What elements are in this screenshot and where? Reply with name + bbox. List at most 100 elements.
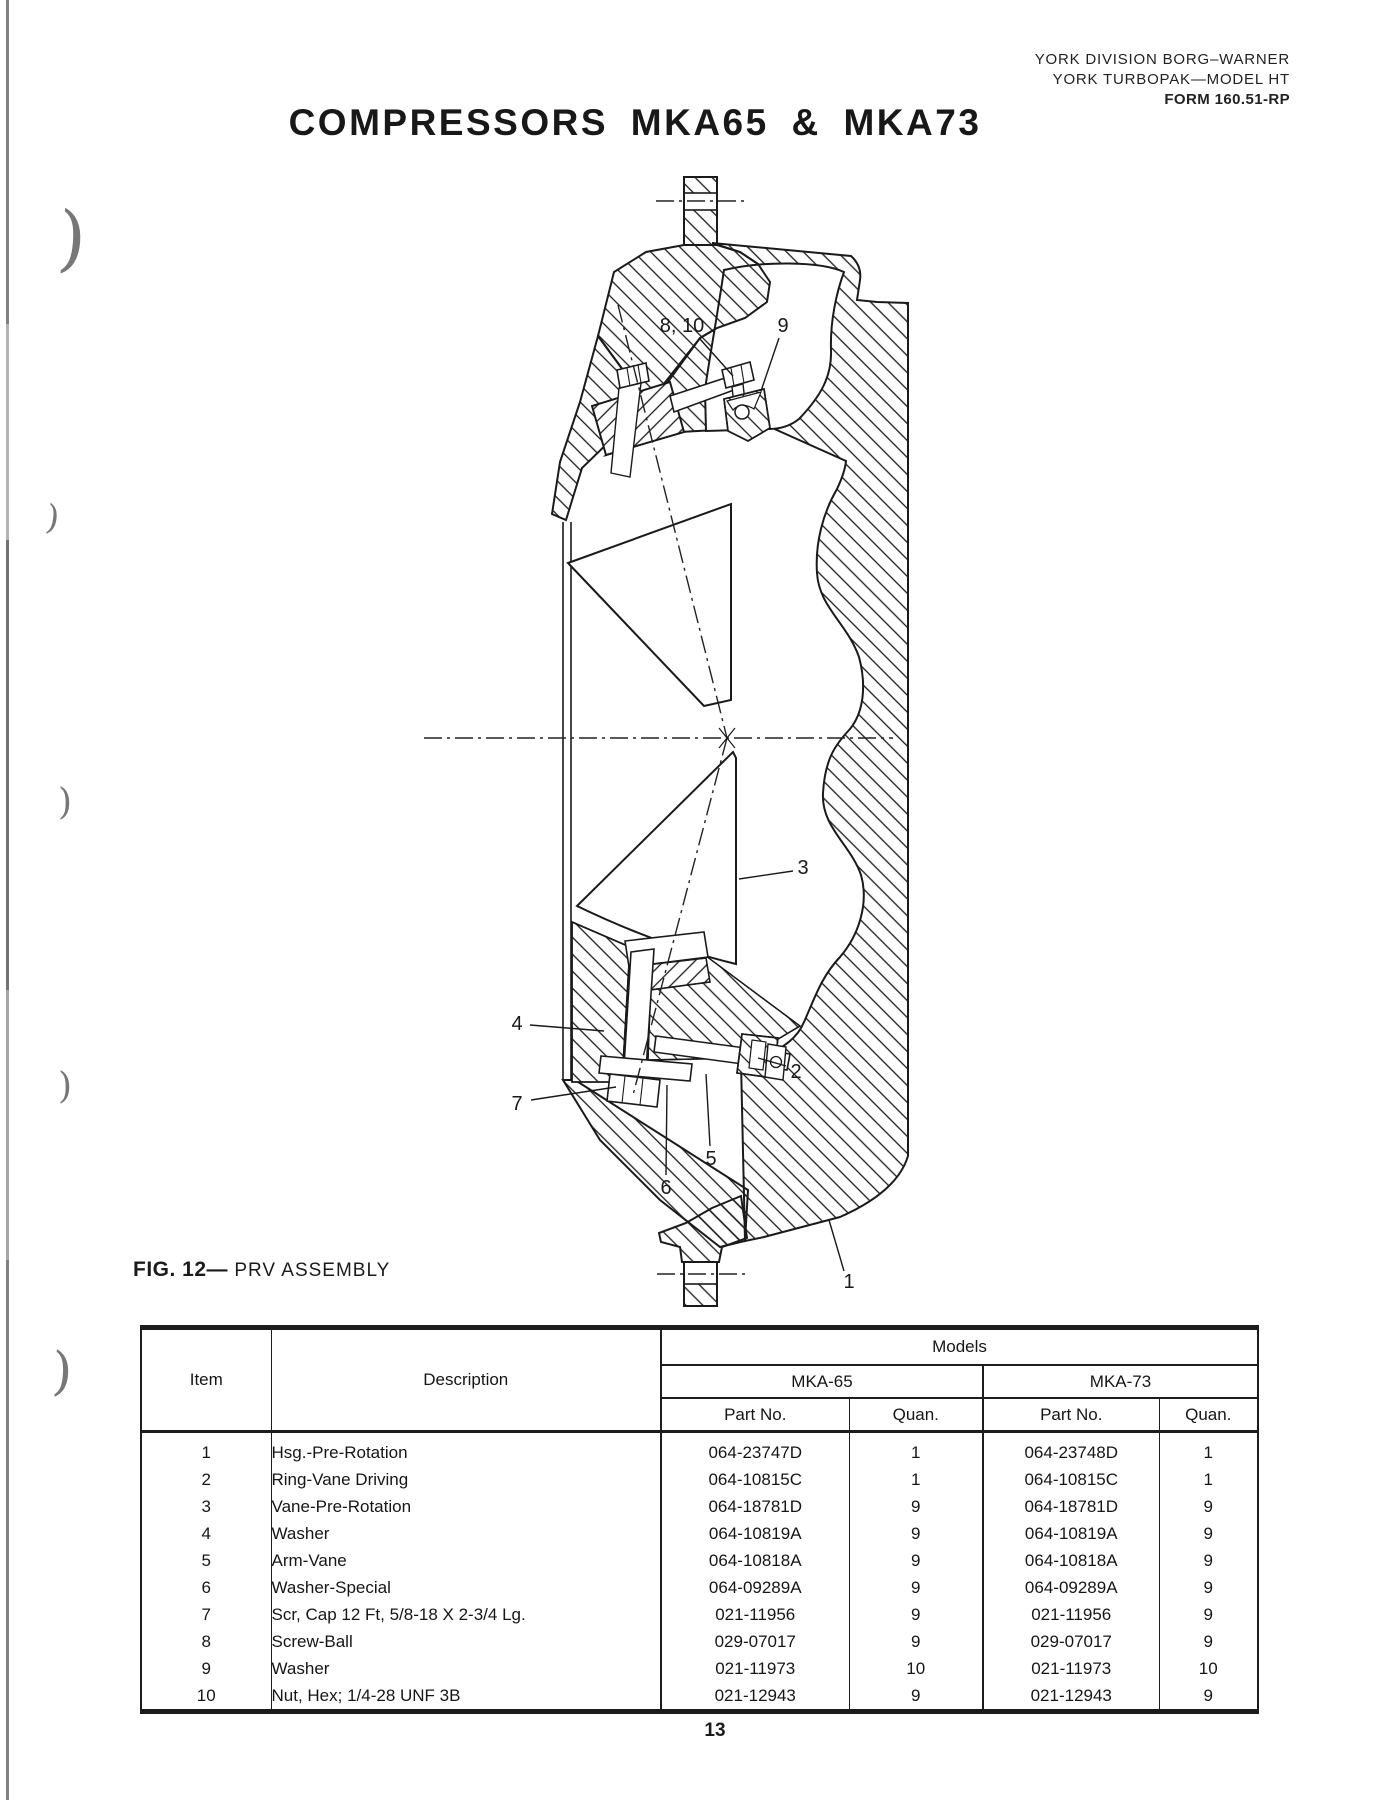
cell-part-no: 064-23747D bbox=[661, 1431, 850, 1466]
cell-part-no: 021-11973 bbox=[661, 1655, 850, 1682]
column-header-quan-a: Quan. bbox=[849, 1398, 984, 1433]
cell-description: Nut, Hex; 1/4-28 UNF 3B bbox=[271, 1682, 662, 1714]
cell-part-no: 064-10818A bbox=[661, 1547, 850, 1574]
table-row: 7 Scr, Cap 12 Ft, 5/8-18 X 2-3/4 Lg. 021… bbox=[140, 1601, 1259, 1628]
centerlines bbox=[424, 200, 893, 1275]
cell-part-no: 064-10819A bbox=[983, 1520, 1160, 1547]
inner-shell-wall bbox=[562, 522, 572, 1080]
cell-quan: 9 bbox=[1159, 1547, 1259, 1574]
column-header-part-no-b: Part No. bbox=[983, 1398, 1160, 1433]
cell-description: Hsg.-Pre-Rotation bbox=[271, 1431, 662, 1466]
callout-labels: 8, 10 9 3 4 2 7 5 6 1 bbox=[511, 315, 854, 1293]
cell-part-no: 029-07017 bbox=[983, 1628, 1160, 1655]
cell-quan: 9 bbox=[849, 1574, 984, 1601]
cell-part-no: 064-09289A bbox=[661, 1574, 850, 1601]
cell-description: Arm-Vane bbox=[271, 1547, 662, 1574]
callout-9: 9 bbox=[777, 315, 788, 337]
cell-item: 2 bbox=[140, 1466, 272, 1493]
cell-description: Vane-Pre-Rotation bbox=[271, 1493, 662, 1520]
cell-description: Washer-Special bbox=[271, 1574, 662, 1601]
cell-part-no: 064-18781D bbox=[983, 1493, 1160, 1520]
cell-part-no: 021-12943 bbox=[983, 1682, 1160, 1714]
cell-quan: 1 bbox=[849, 1431, 984, 1466]
column-header-models: Models bbox=[661, 1325, 1259, 1366]
cell-quan: 9 bbox=[849, 1520, 984, 1547]
cell-quan: 10 bbox=[849, 1655, 984, 1682]
pre-rotation-vanes bbox=[566, 502, 737, 966]
cell-part-no: 064-23748D bbox=[983, 1431, 1160, 1466]
cell-part-no: 064-09289A bbox=[983, 1574, 1160, 1601]
cell-item: 3 bbox=[140, 1493, 272, 1520]
cell-part-no: 064-18781D bbox=[661, 1493, 850, 1520]
cell-part-no: 021-11973 bbox=[983, 1655, 1160, 1682]
cell-part-no: 021-11956 bbox=[983, 1601, 1160, 1628]
header-form-number: FORM 160.51-RP bbox=[1164, 91, 1290, 108]
cell-quan: 9 bbox=[849, 1682, 984, 1714]
cell-quan: 9 bbox=[849, 1493, 984, 1520]
header-model-line: YORK TURBOPAK—MODEL HT bbox=[1052, 71, 1290, 88]
page-title: COMPRESSORS MKA65 & MKA73 bbox=[288, 102, 982, 143]
column-header-description: Description bbox=[271, 1325, 662, 1433]
cell-quan: 9 bbox=[1159, 1601, 1259, 1628]
cell-part-no: 021-12943 bbox=[661, 1682, 850, 1714]
cell-description: Screw-Ball bbox=[271, 1628, 662, 1655]
lower-clamp-assembly bbox=[571, 920, 802, 1108]
casing-body bbox=[603, 242, 909, 1243]
cell-quan: 9 bbox=[1159, 1682, 1259, 1714]
cell-quan: 9 bbox=[849, 1547, 984, 1574]
table-row: 10 Nut, Hex; 1/4-28 UNF 3B 021-12943 9 0… bbox=[140, 1682, 1259, 1714]
cell-quan: 9 bbox=[849, 1601, 984, 1628]
cell-quan: 9 bbox=[1159, 1574, 1259, 1601]
cell-item: 1 bbox=[140, 1431, 272, 1466]
bottom-boss bbox=[683, 1261, 718, 1307]
cell-part-no: 064-10815C bbox=[983, 1466, 1160, 1493]
cell-part-no: 064-10815C bbox=[661, 1466, 850, 1493]
column-header-mka65: MKA-65 bbox=[661, 1365, 984, 1399]
table-row: 4 Washer 064-10819A 9 064-10819A 9 bbox=[140, 1520, 1259, 1547]
cell-description: Washer bbox=[271, 1655, 662, 1682]
bottom-flange bbox=[657, 1194, 749, 1263]
cell-description: Washer bbox=[271, 1520, 662, 1547]
table-row: 5 Arm-Vane 064-10818A 9 064-10818A 9 bbox=[140, 1547, 1259, 1574]
cell-item: 8 bbox=[140, 1628, 272, 1655]
hex-nut-8-10 bbox=[721, 360, 755, 390]
parts-table: Item Description Models MKA-65 MKA-73 Pa… bbox=[140, 1325, 1259, 1714]
column-header-part-no-a: Part No. bbox=[661, 1398, 850, 1433]
column-header-item: Item bbox=[140, 1325, 272, 1433]
cell-description: Ring-Vane Driving bbox=[271, 1466, 662, 1493]
table-row: 1 Hsg.-Pre-Rotation 064-23747D 1 064-237… bbox=[140, 1431, 1259, 1466]
table-row: 9 Washer 021-11973 10 021-11973 10 bbox=[140, 1655, 1259, 1682]
table-row: 3 Vane-Pre-Rotation 064-18781D 9 064-187… bbox=[140, 1493, 1259, 1520]
cell-part-no: 064-10819A bbox=[661, 1520, 850, 1547]
vane-upper bbox=[566, 502, 732, 708]
cell-quan: 10 bbox=[1159, 1655, 1259, 1682]
scan-edge-line bbox=[6, 0, 9, 1800]
cell-quan: 1 bbox=[849, 1466, 984, 1493]
cell-quan: 9 bbox=[1159, 1520, 1259, 1547]
upper-clamp-assembly bbox=[590, 360, 771, 478]
cell-item: 5 bbox=[140, 1547, 272, 1574]
callout-5: 5 bbox=[705, 1148, 716, 1170]
figure-label: FIG. 12— bbox=[133, 1258, 229, 1281]
cell-quan: 1 bbox=[1159, 1431, 1259, 1466]
cell-quan: 9 bbox=[1159, 1493, 1259, 1520]
ball-screw-9 bbox=[734, 404, 750, 420]
document-header: YORK DIVISION BORG–WARNER YORK TURBOPAK—… bbox=[1035, 50, 1290, 110]
figure-caption: FIG. 12— PRV ASSEMBLY bbox=[133, 1258, 390, 1282]
cell-item: 9 bbox=[140, 1655, 272, 1682]
cell-item: 7 bbox=[140, 1601, 272, 1628]
callout-3: 3 bbox=[797, 857, 808, 879]
callout-leaders bbox=[529, 337, 845, 1272]
table-row: 8 Screw-Ball 029-07017 9 029-07017 9 bbox=[140, 1628, 1259, 1655]
cell-part-no: 021-11956 bbox=[661, 1601, 850, 1628]
cell-item: 6 bbox=[140, 1574, 272, 1601]
cell-item: 4 bbox=[140, 1520, 272, 1547]
cell-part-no: 029-07017 bbox=[661, 1628, 850, 1655]
cell-quan: 9 bbox=[849, 1628, 984, 1655]
figure-title: PRV ASSEMBLY bbox=[234, 1260, 391, 1281]
page-number: 13 bbox=[704, 1720, 726, 1741]
header-division-line: YORK DIVISION BORG–WARNER bbox=[1034, 51, 1290, 68]
cell-quan: 1 bbox=[1159, 1466, 1259, 1493]
